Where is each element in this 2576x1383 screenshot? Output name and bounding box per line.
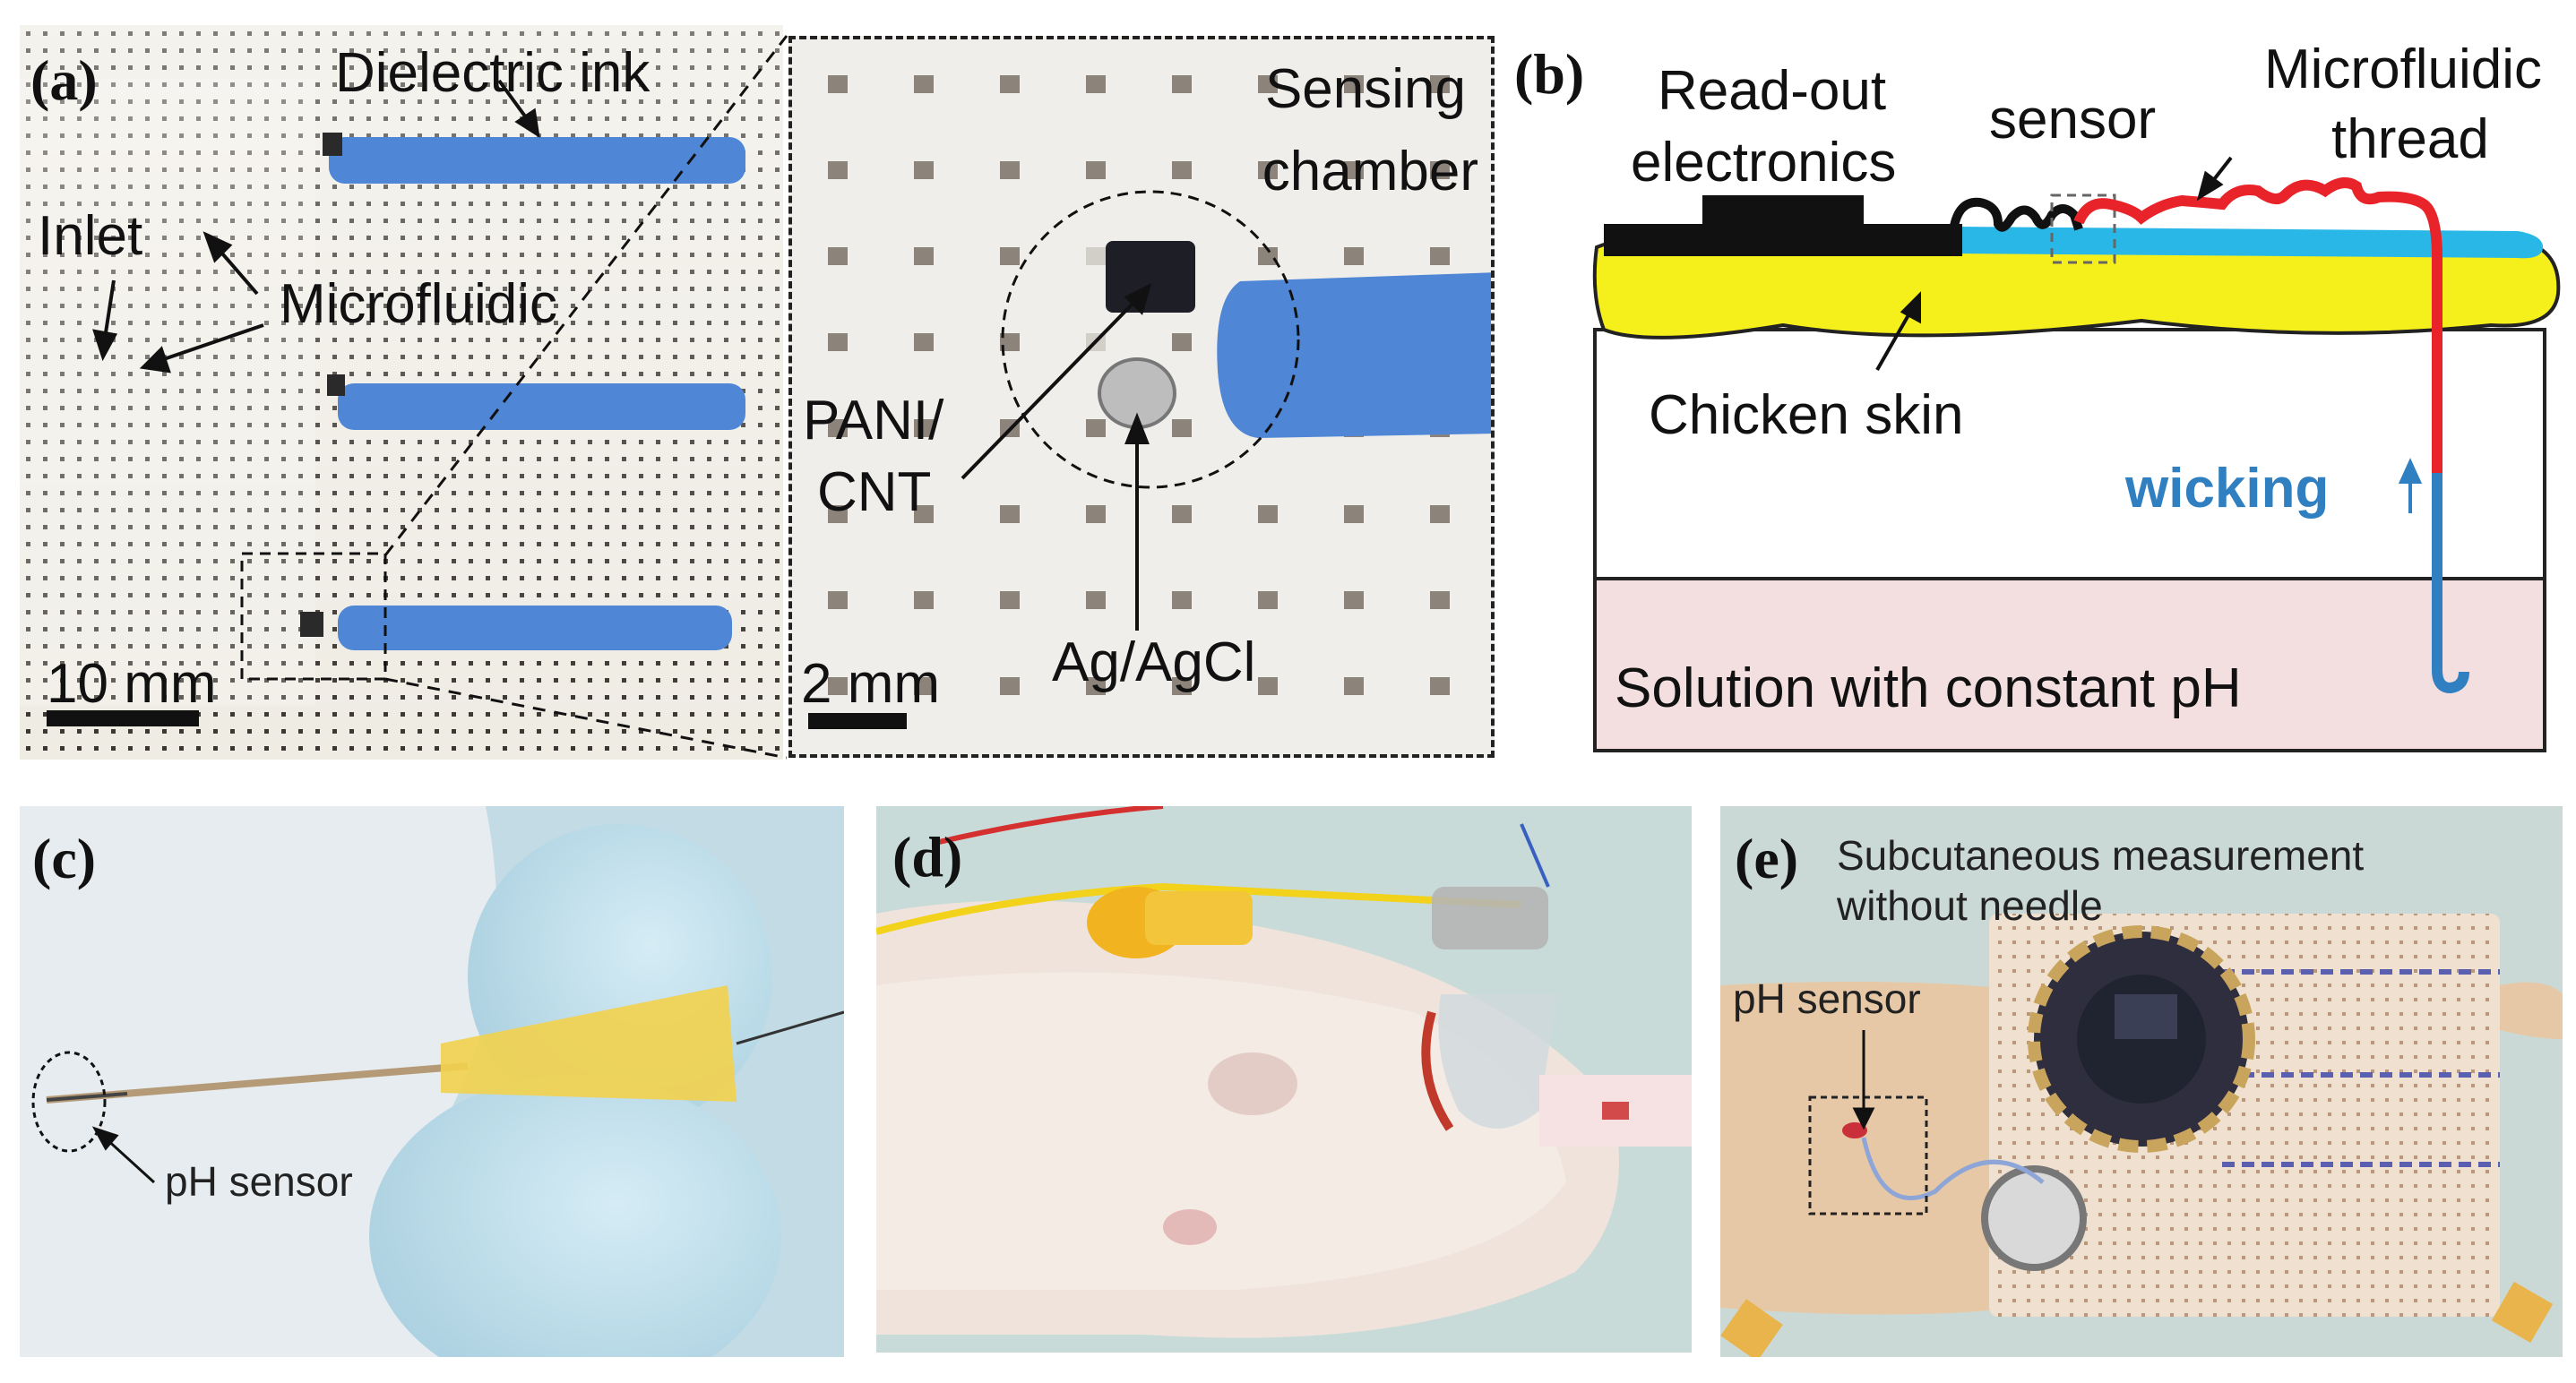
panel-b-label: (b)	[1514, 42, 1585, 106]
sensing-chamber-label-1: Sensing	[1264, 58, 1466, 120]
scale-bar-2mm-label: 2 mm	[801, 653, 940, 715]
inlet-label: Inlet	[38, 205, 143, 267]
clamp	[1432, 887, 1548, 949]
subcutaneous-label-2: without needle	[1837, 882, 2103, 929]
panel-c-photo	[20, 806, 844, 1357]
panel-a-photo	[20, 25, 783, 760]
readout-electronics-label-1: Read-out	[1658, 60, 1887, 122]
microfluidic-thread-blue	[2432, 473, 2469, 694]
panel-d: (d)	[876, 806, 1692, 1353]
microfluidic-label: Microfluidic	[280, 273, 558, 335]
panel-a: (a) Dielectric ink Inlet Microfluidic 10…	[20, 25, 783, 760]
scale-bar-2mm	[808, 713, 907, 729]
panel-c: (c) pH sensor	[20, 806, 844, 1357]
readout-electronics-body	[1604, 224, 1962, 256]
pani-cnt-electrode	[1106, 241, 1195, 313]
microfluidic-thread-label-1: Microfluidic	[2264, 39, 2543, 100]
panel-b: (b) Read-out electronics sensor Microflu…	[1514, 25, 2563, 769]
panel-a-zoom-photo	[792, 39, 1491, 754]
panel-c-label: (c)	[32, 827, 97, 890]
zoom-region-box	[240, 552, 387, 681]
sensor-label: sensor	[1989, 89, 2157, 150]
dielectric-ink-label: Dielectric ink	[335, 42, 650, 104]
panel-e: (e) Subcutaneous measurement without nee…	[1720, 806, 2563, 1357]
panel-b-schematic	[1592, 156, 2561, 752]
panel-e-label: (e)	[1735, 827, 1799, 890]
panel-a-zoom: Sensing chamber PANI/ CNT Ag/AgCl 2 mm	[788, 36, 1495, 758]
ph-sensor-label-c: pH sensor	[165, 1158, 353, 1205]
pani-cnt-label-2: CNT	[817, 461, 932, 523]
pani-cnt-label-1: PANI/	[803, 390, 944, 451]
panel-e-photo	[1720, 806, 2563, 1357]
microfluidic-thread-red	[2073, 177, 2442, 473]
sensing-chamber-circle	[1001, 190, 1300, 489]
dielectric-ink-strip-3	[338, 606, 732, 650]
ph-sensor-label-e: pH sensor	[1733, 975, 1921, 1022]
panel-d-label: (d)	[892, 825, 963, 889]
solution-label: Solution with constant pH	[1615, 657, 2242, 719]
scale-bar-10mm-label: 10 mm	[47, 653, 217, 715]
wicking-label: wicking	[2125, 458, 2330, 520]
subcutaneous-label-1: Subcutaneous measurement	[1837, 832, 2365, 879]
ph-sensor-circle	[31, 1051, 107, 1153]
solution-region	[1593, 577, 2546, 752]
readout-electronics-label-2: electronics	[1631, 132, 1897, 193]
microfluidic-thread-label-2: thread	[2331, 108, 2489, 170]
agagcl-label: Ag/AgCl	[1052, 631, 1256, 693]
sensor-box	[2050, 193, 2116, 264]
scale-bar-10mm	[47, 710, 199, 726]
battery-holder	[1981, 1165, 2087, 1271]
dielectric-ink-strip-1	[329, 137, 745, 184]
dielectric-ink-strip-2	[338, 383, 745, 430]
ph-sensor-box	[1808, 1095, 1928, 1215]
needle-hub	[441, 985, 737, 1102]
sensing-chamber-label-2: chamber	[1262, 141, 1478, 202]
panel-d-photo	[876, 806, 1692, 1353]
panel-a-label: (a)	[30, 48, 98, 112]
chicken-skin-label: Chicken skin	[1649, 384, 1964, 446]
